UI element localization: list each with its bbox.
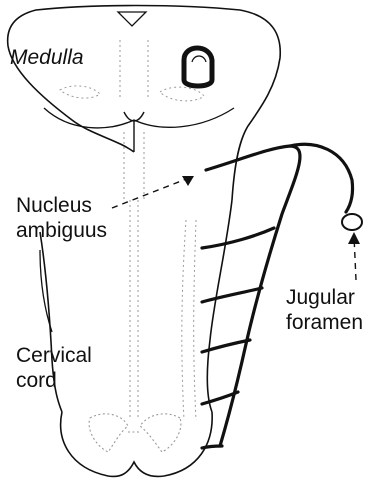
spinal-root-5 <box>202 446 222 448</box>
jugular-label-line2: foramen <box>286 311 363 335</box>
jugular-label-line1: Jugular <box>286 286 355 310</box>
nucleus-leader-arrowhead <box>182 176 194 186</box>
gray-matter-butterfly <box>89 414 181 452</box>
medulla-top-notch <box>118 12 146 26</box>
cord-central-column <box>130 200 196 420</box>
jugular-foramen-ring <box>342 214 362 230</box>
nucleus-label-line1: Nucleus <box>16 194 92 218</box>
olive-outline <box>184 48 212 86</box>
cervical-cord-bottom <box>61 412 213 476</box>
medulla-lower-lobes <box>44 108 234 128</box>
cervical-label-line2: cord <box>16 369 57 393</box>
cervical-label-line1: Cervical <box>16 344 92 368</box>
nucleus-label-line2: ambiguus <box>16 219 107 243</box>
jugular-leader-arrowhead <box>348 232 360 244</box>
median-fissure <box>124 112 144 152</box>
spinal-root-1 <box>202 228 274 248</box>
medulla-outline <box>8 6 281 201</box>
spinal-root-2 <box>202 288 262 302</box>
medulla-label: Medulla <box>10 46 84 70</box>
cervical-cord-right-edge <box>207 200 232 412</box>
